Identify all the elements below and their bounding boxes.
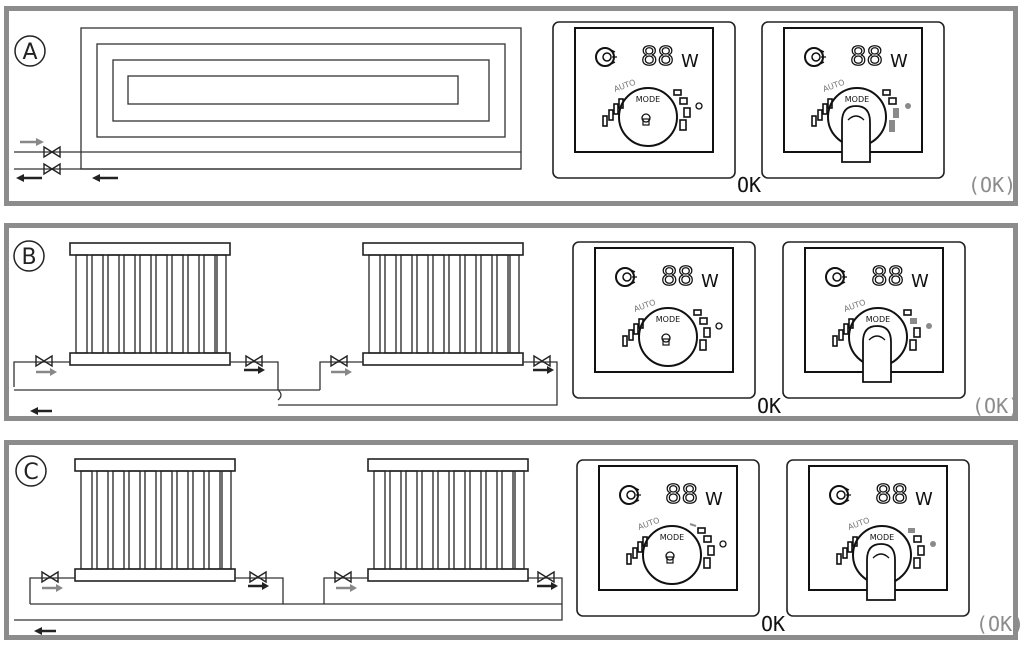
valve-icon	[334, 571, 352, 583]
valve-icon	[245, 355, 263, 367]
svg-text:W: W	[911, 271, 929, 292]
pipes-b	[13, 361, 558, 406]
valve-icon	[35, 355, 53, 367]
radiator	[362, 242, 524, 366]
svg-text:C: C	[23, 460, 38, 485]
finger-icon	[866, 543, 896, 601]
valve-icon	[330, 355, 348, 367]
valve-icon	[249, 571, 267, 583]
svg-text:A: A	[22, 40, 37, 65]
svg-text:88: 88	[661, 262, 694, 292]
thermostat-a-2: 88 W AUTO MODE	[761, 21, 945, 179]
label-c: C	[15, 455, 47, 487]
finger-icon	[862, 325, 892, 383]
thermostat-b-1: 88 W AUTO MODE	[572, 241, 756, 399]
svg-text:88: 88	[850, 42, 883, 72]
svg-text:W: W	[890, 51, 908, 72]
floor-heating-coil	[14, 27, 522, 170]
ok-label: OK	[757, 394, 781, 418]
finger-icon	[841, 105, 871, 163]
svg-text:88: 88	[875, 480, 908, 510]
radiator	[367, 458, 529, 582]
svg-text:MODE: MODE	[870, 533, 894, 542]
thermostat-a-1: 88 W AUTO MODE	[552, 21, 736, 179]
label-a: A	[14, 35, 46, 67]
svg-text:MODE: MODE	[845, 95, 869, 104]
svg-text:MODE: MODE	[636, 95, 660, 104]
svg-text:88: 88	[871, 262, 904, 292]
svg-text:MODE: MODE	[866, 315, 890, 324]
thermostat-c-2: 88 W AUTO MODE	[786, 459, 970, 617]
radiator	[69, 242, 231, 366]
ok-alt-label: (OK)	[972, 394, 1020, 418]
svg-text:W: W	[681, 51, 699, 72]
valve-icon	[41, 571, 59, 583]
valve-icon	[537, 571, 555, 583]
svg-text:MODE: MODE	[656, 315, 680, 324]
ok-label: OK	[737, 173, 761, 197]
svg-text:W: W	[701, 271, 719, 292]
ok-alt-label: (OK)	[968, 173, 1016, 197]
thermostat-b-2: 88 W AUTO MODE	[782, 241, 966, 399]
lock-icon	[641, 113, 651, 126]
pipes-c	[14, 577, 563, 621]
thermostat-c-1: 88 W AUTO MODE	[576, 459, 760, 617]
svg-text:88: 88	[665, 480, 698, 510]
svg-text:B: B	[21, 245, 36, 270]
ok-label: OK	[761, 612, 785, 636]
flow-arrows	[16, 138, 118, 182]
valve-icon	[533, 355, 551, 367]
svg-text:MODE: MODE	[660, 533, 684, 542]
svg-text:88: 88	[641, 42, 674, 72]
ok-alt-label: (OK)	[976, 612, 1024, 636]
flow-arrows	[30, 366, 554, 415]
flow-arrows	[34, 582, 558, 635]
svg-text:W: W	[915, 489, 933, 510]
radiator	[74, 458, 236, 582]
svg-text:W: W	[705, 489, 723, 510]
label-b: B	[13, 240, 45, 272]
